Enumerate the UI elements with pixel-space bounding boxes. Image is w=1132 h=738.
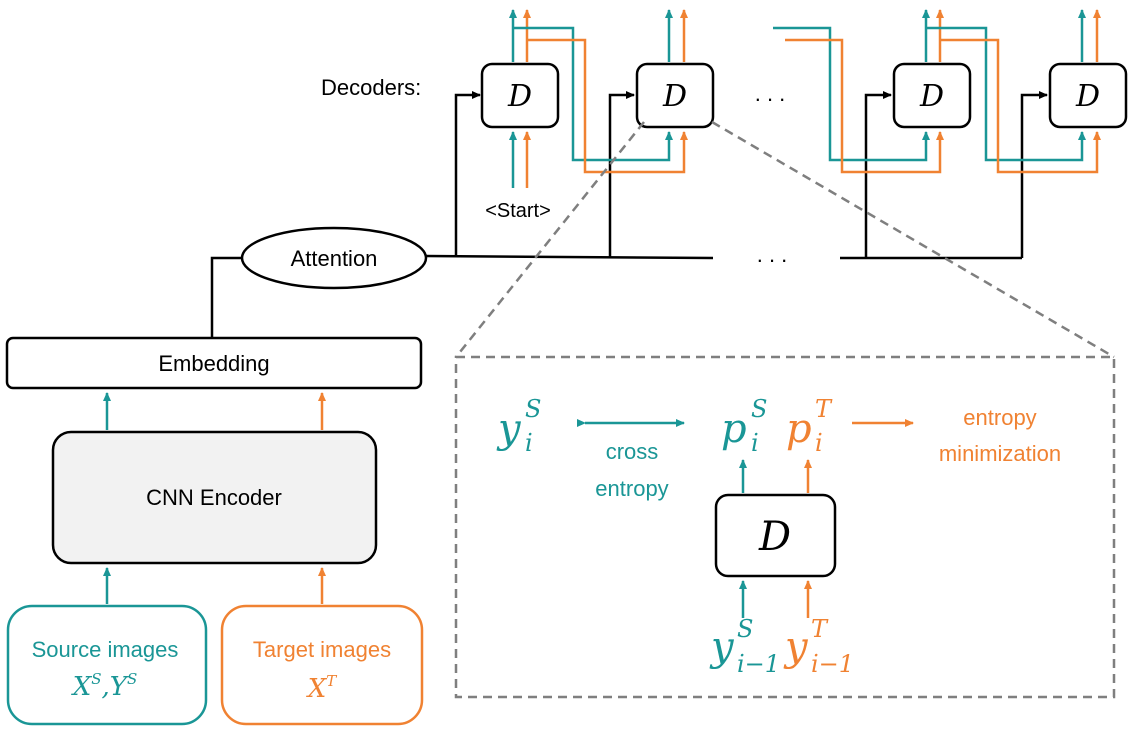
decoder-label-4: D — [1075, 79, 1100, 114]
cross-entropy-label: entropy — [595, 476, 668, 501]
entropy-min-label-1: entropy — [963, 405, 1036, 430]
zoom-line-left — [455, 121, 645, 358]
decoder-box-3 — [892, 62, 972, 129]
decoder-box-4 — [1048, 62, 1128, 129]
decoder-ellipsis: . . . — [755, 81, 786, 106]
embedding-box — [5, 336, 423, 390]
decoder-box-2 — [635, 62, 715, 129]
feedback-target-into-3 — [785, 38, 944, 174]
attention-ellipse — [240, 226, 428, 290]
attention-to-decoder-3 — [864, 91, 892, 258]
target-images-box — [220, 604, 424, 726]
detail-panel-border — [454, 355, 1116, 699]
cnn-encoder-label: CNN Encoder — [146, 485, 282, 510]
decoder-box-1 — [480, 62, 560, 129]
attention-label: Attention — [291, 246, 378, 271]
bus-ellipsis: . . . — [757, 242, 788, 267]
decoder-label-3: D — [919, 79, 944, 114]
cross-label: cross — [606, 439, 659, 464]
target-images-math: XT — [306, 672, 338, 704]
source-images-label: Source images — [32, 637, 179, 662]
decoder-label-2: D — [662, 79, 687, 114]
source-images-math: XS,YS — [71, 670, 138, 702]
entropy-min-label-2: minimization — [939, 441, 1061, 466]
start-token-label: <Start> — [485, 200, 551, 222]
detail-decoder-box — [714, 493, 837, 578]
source-images-box — [6, 604, 208, 726]
attention-to-decoder-4 — [1020, 91, 1048, 258]
feedback-source-into-3 — [773, 26, 930, 162]
embedding-to-attention-line — [210, 256, 243, 338]
decoder-label-1: D — [507, 79, 532, 114]
decoders-label: Decoders: — [321, 75, 421, 100]
feedback-source-3-4 — [926, 26, 1086, 162]
feedback-source-1-2 — [513, 26, 673, 162]
zoom-line-right — [711, 120, 1115, 359]
feedback-target-1-2 — [527, 38, 688, 174]
attention-to-decoder-1 — [454, 91, 481, 256]
detail-decoder-label: D — [758, 514, 791, 560]
attention-bus-left — [425, 254, 714, 260]
embedding-label: Embedding — [158, 351, 269, 376]
target-images-label: Target images — [253, 637, 391, 662]
feedback-target-3-4 — [940, 38, 1101, 174]
cnn-encoder-box — [51, 430, 378, 565]
attention-to-decoder-2 — [608, 91, 635, 257]
